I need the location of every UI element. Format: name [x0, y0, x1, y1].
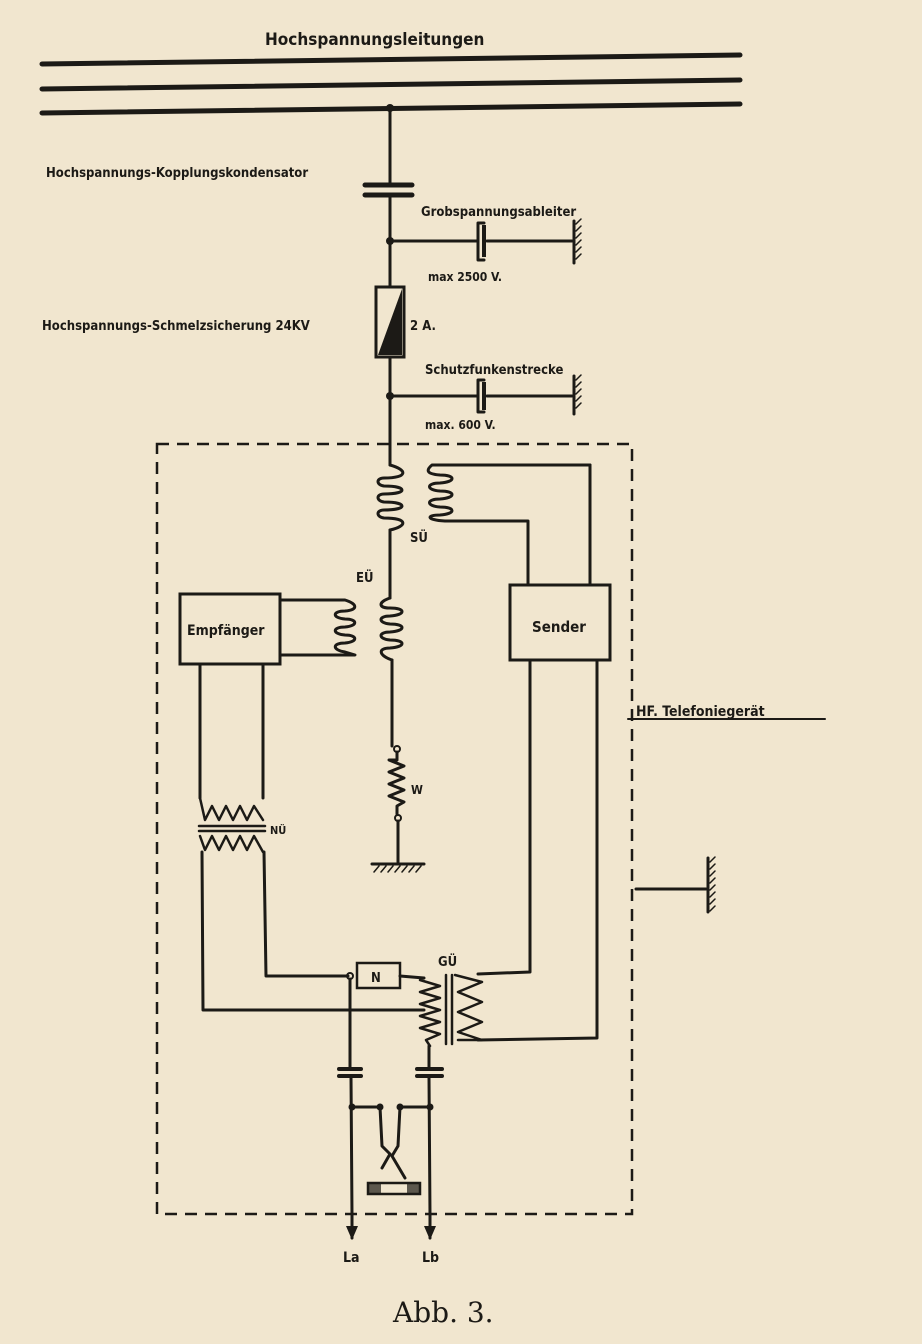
receiver-box: [178, 592, 282, 666]
su-coil-secondary-icon: [426, 463, 592, 587]
device-box: [155, 442, 634, 1216]
eu-coil-secondary-icon: [278, 598, 357, 657]
wire: [200, 850, 426, 1012]
ground-icon: [572, 218, 582, 265]
arrow-lb-icon: [424, 1213, 436, 1240]
transmitter-lead: [476, 658, 599, 1042]
transmitter-lead: [476, 658, 532, 976]
spark-gap-icon: [476, 378, 486, 414]
surge-arrester-icon: [476, 221, 486, 262]
n-label: N: [371, 971, 381, 986]
arrow-la-icon: [346, 1213, 358, 1240]
eu-label: EÜ: [356, 570, 374, 586]
horn-gap-icon: [348, 1103, 434, 1196]
fuse-rating: 2 A.: [410, 319, 436, 334]
hv-line-2: [39, 77, 743, 92]
transmitter-box: [508, 583, 612, 662]
coupling-capacitor-label: Hochspannungs-Kopplungskondensator: [46, 166, 308, 181]
resistor-w-icon: [387, 750, 406, 816]
spark-gap-rating: max. 600 V.: [425, 418, 496, 432]
coupling-capacitor-icon: [362, 182, 415, 198]
surge-arrester-rating: max 2500 V.: [428, 270, 502, 284]
nu-transformer-icon: [197, 796, 267, 854]
eu-coil-primary-icon: [379, 596, 404, 662]
line-a-label: La: [343, 1250, 360, 1266]
ground-icon: [370, 862, 426, 873]
line-a-wire: [349, 1075, 354, 1217]
gu-label: GÜ: [438, 954, 457, 970]
line-b-label: Lb: [422, 1250, 439, 1266]
capacitor-b-icon: [415, 1067, 444, 1078]
fuse-label: Hochspannungs-Schmelzsicherung 24KV: [42, 319, 310, 334]
figure-caption: Abb. 3.: [392, 1296, 494, 1329]
line-b-wire: [427, 1075, 432, 1217]
wire: [398, 974, 426, 980]
fuse-icon: [374, 285, 406, 359]
wire: [262, 850, 350, 978]
hv-line-1: [39, 52, 743, 67]
capacitor-a-icon: [337, 1067, 363, 1078]
su-label: SÜ: [410, 530, 428, 546]
gu-transformer-icon: [418, 973, 484, 1048]
spark-gap-label: Schutzfunkenstrecke: [425, 363, 563, 378]
ground-icon: [572, 374, 582, 416]
nu-label: NÜ: [270, 823, 286, 837]
transmitter-label: Sender: [532, 618, 586, 636]
ground-icon: [706, 856, 716, 914]
surge-arrester-label: Grobspannungsableiter: [421, 205, 576, 220]
receiver-label: Empfänger: [187, 623, 265, 639]
device-box-label: HF. Telefoniegerät: [636, 704, 765, 720]
title-label: Hochspannungsleitungen: [265, 30, 484, 50]
w-label: W: [411, 783, 423, 797]
junction-dot: [386, 104, 394, 112]
su-coil-primary-icon: [376, 463, 405, 532]
